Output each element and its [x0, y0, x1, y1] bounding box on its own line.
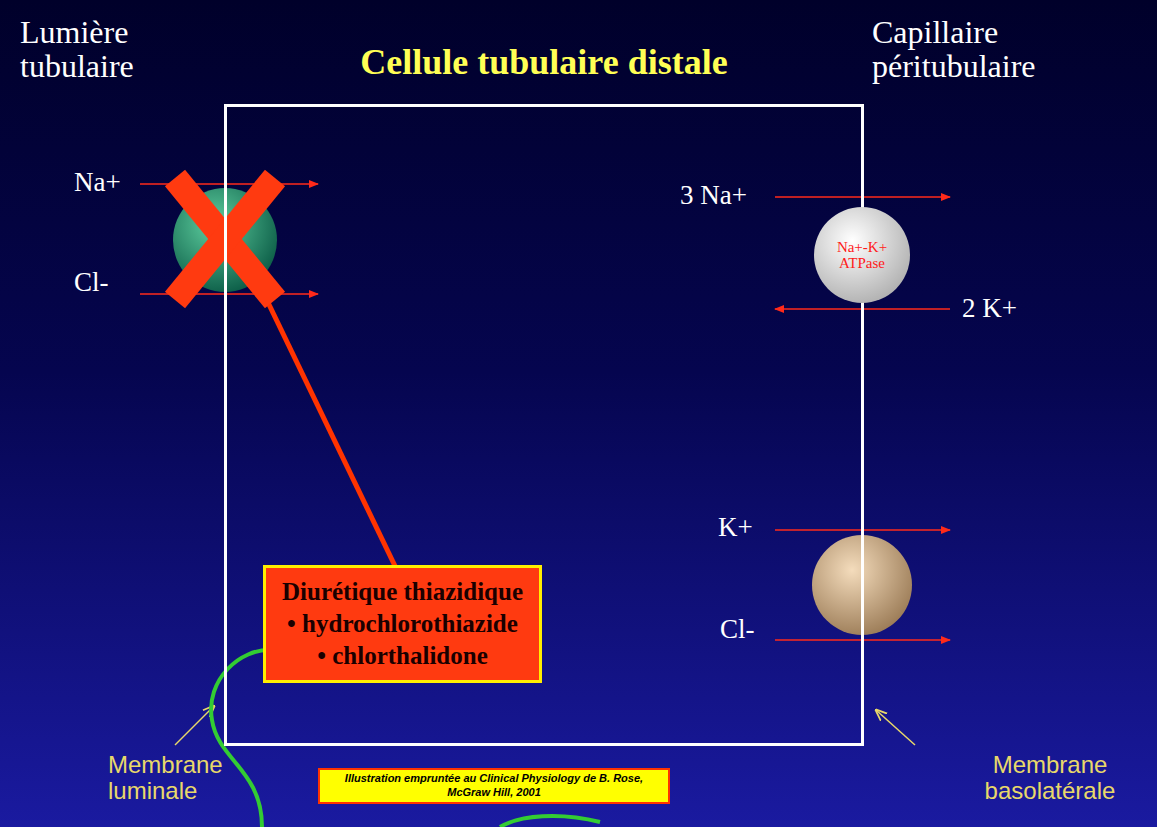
cell-title: Cellule tubulaire distale [167, 41, 921, 83]
drug-class: Diurétique thiazidique [282, 576, 523, 608]
membrane-label: Membrane luminale [108, 752, 258, 805]
cl-arrow [140, 293, 318, 295]
atpase-pump: Na+-K+ ATPase [814, 207, 910, 303]
region-label: Lumière tubulaire [20, 16, 190, 83]
membrane-pointer [876, 710, 915, 745]
drug-name: • hydrochlorothiazide [282, 608, 523, 640]
ion-label: K+ [718, 512, 753, 543]
pump-label: Na+-K+ ATPase [823, 239, 901, 272]
credit-note: Illustration empruntée au Clinical Physi… [318, 768, 670, 804]
ion-label: Na+ [74, 167, 121, 198]
drug-box: Diurétique thiazidique• hydrochlorothiaz… [263, 565, 542, 683]
membrane-pointer [175, 706, 214, 745]
ion-label: 2 K+ [962, 293, 1017, 324]
cell-outline: Cellule tubulaire distaleDiurétique thia… [224, 104, 864, 746]
region-label: Capillaire péritubulaire [872, 16, 1112, 83]
drug-name: • chlorthalidone [282, 640, 523, 672]
inhibition-line [262, 290, 395, 566]
na-arrow [140, 183, 318, 185]
ion-label: Cl- [720, 614, 755, 645]
membrane-label: Membrane basolatérale [960, 752, 1140, 805]
ion-label: Cl- [74, 267, 109, 298]
ion-label: 3 Na+ [680, 180, 747, 211]
hand-annotation [500, 816, 600, 827]
